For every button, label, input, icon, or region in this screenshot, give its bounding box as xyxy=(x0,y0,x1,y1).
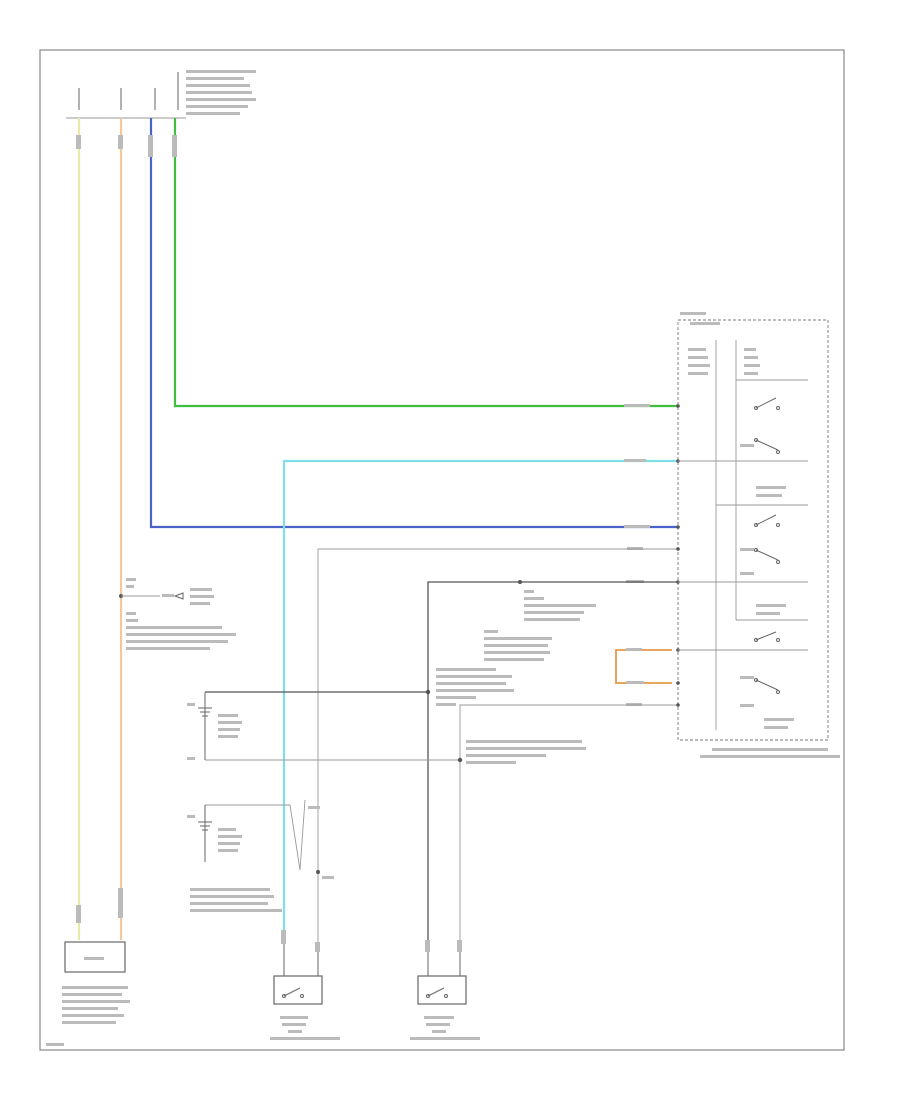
cyan-wire xyxy=(282,459,678,942)
ground-group-1 xyxy=(187,692,242,760)
switch-icon xyxy=(426,987,448,998)
switch-icon xyxy=(754,397,780,694)
diagram-frame xyxy=(39,49,845,1051)
gray-wire-lower-ground xyxy=(205,799,306,871)
fuse-block-text xyxy=(186,70,256,115)
connector-icon xyxy=(46,888,462,1046)
tan-wire-splice-note xyxy=(121,578,236,650)
gray-wire-right-sensor xyxy=(459,704,678,942)
orange-jumper-wire xyxy=(615,649,672,684)
ground-icon xyxy=(198,707,212,717)
fuse-block-origin xyxy=(66,70,256,119)
blue-wire xyxy=(149,118,678,529)
control-module xyxy=(676,312,840,758)
splice-points xyxy=(119,580,522,874)
ground-icon xyxy=(198,821,212,831)
gray-wire-left-sensor xyxy=(317,548,678,942)
center-note-block xyxy=(436,590,596,706)
right-door-switch xyxy=(410,942,480,1040)
lower-left-ground-note xyxy=(190,806,334,912)
left-door-switch xyxy=(270,942,340,1040)
ground-group-2 xyxy=(187,805,242,862)
right-ground-note xyxy=(466,740,586,764)
module-caption xyxy=(700,748,840,758)
dark-wire-main xyxy=(427,581,678,942)
green-wire xyxy=(173,118,678,408)
bottom-left-module xyxy=(62,941,130,1024)
switch-icon xyxy=(282,987,304,998)
